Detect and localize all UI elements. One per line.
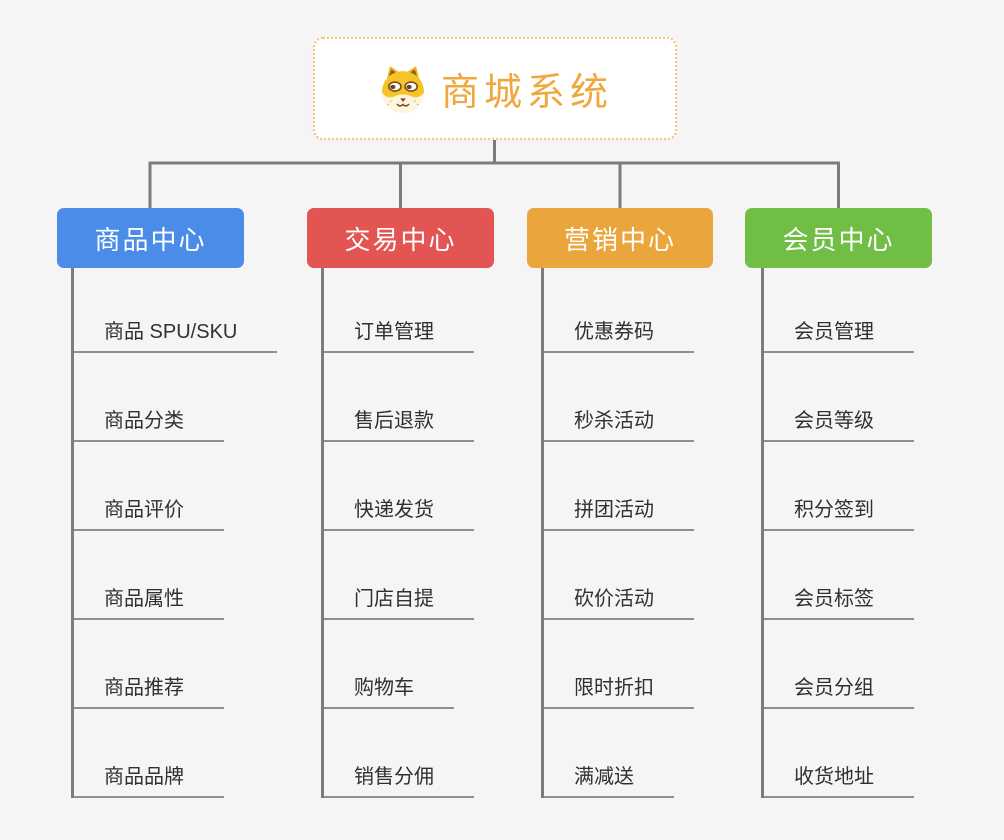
subtopic[interactable]: 售后退款 bbox=[324, 353, 474, 442]
subtopic[interactable]: 商品 SPU/SKU bbox=[74, 268, 278, 353]
subtopic[interactable]: 收货地址 bbox=[764, 709, 914, 798]
subtopic[interactable]: 商品评价 bbox=[74, 442, 224, 531]
subtopic[interactable]: 砍价活动 bbox=[544, 531, 694, 620]
subtopic[interactable]: 积分签到 bbox=[764, 442, 914, 531]
branch-marketing-children: 优惠券码 秒杀活动 拼团活动 砍价活动 限时折扣 满减送 bbox=[541, 268, 694, 798]
subtopic[interactable]: 商品品牌 bbox=[74, 709, 224, 798]
branch-label: 营销中心 bbox=[563, 224, 676, 255]
subtopic[interactable]: 销售分佣 bbox=[324, 709, 474, 798]
subtopic[interactable]: 拼团活动 bbox=[544, 442, 694, 531]
branch-trade-center[interactable]: 交易中心 bbox=[307, 208, 494, 268]
subtopic[interactable]: 秒杀活动 bbox=[544, 353, 694, 442]
dog-face-icon bbox=[381, 65, 425, 113]
subtopic[interactable]: 订单管理 bbox=[324, 268, 474, 353]
subtopic[interactable]: 满减送 bbox=[544, 709, 674, 798]
subtopic[interactable]: 商品推荐 bbox=[74, 620, 224, 709]
branch-label: 交易中心 bbox=[344, 224, 457, 255]
subtopic[interactable]: 快递发货 bbox=[324, 442, 474, 531]
subtopic[interactable]: 优惠券码 bbox=[544, 268, 694, 353]
branch-product-children: 商品 SPU/SKU 商品分类 商品评价 商品属性 商品推荐 商品品牌 bbox=[71, 268, 278, 798]
subtopic[interactable]: 会员标签 bbox=[764, 531, 914, 620]
branch-trade-children: 订单管理 售后退款 快递发货 门店自提 购物车 销售分佣 bbox=[321, 268, 474, 798]
subtopic[interactable]: 购物车 bbox=[324, 620, 454, 709]
branch-marketing-center[interactable]: 营销中心 bbox=[527, 208, 713, 268]
branch-product-center[interactable]: 商品中心 bbox=[57, 208, 244, 268]
root-topic[interactable]: 商城系统 bbox=[313, 37, 677, 140]
subtopic[interactable]: 会员管理 bbox=[764, 268, 914, 353]
subtopic[interactable]: 限时折扣 bbox=[544, 620, 694, 709]
subtopic[interactable]: 商品属性 bbox=[74, 531, 224, 620]
branch-member-children: 会员管理 会员等级 积分签到 会员标签 会员分组 收货地址 bbox=[761, 268, 914, 798]
branch-label: 会员中心 bbox=[782, 224, 895, 255]
subtopic[interactable]: 会员分组 bbox=[764, 620, 914, 709]
root-topic-title: 商城系统 bbox=[440, 72, 613, 114]
branch-member-center[interactable]: 会员中心 bbox=[745, 208, 932, 268]
branch-label: 商品中心 bbox=[94, 224, 207, 255]
subtopic[interactable]: 商品分类 bbox=[74, 353, 224, 442]
subtopic[interactable]: 会员等级 bbox=[764, 353, 914, 442]
subtopic[interactable]: 门店自提 bbox=[324, 531, 474, 620]
